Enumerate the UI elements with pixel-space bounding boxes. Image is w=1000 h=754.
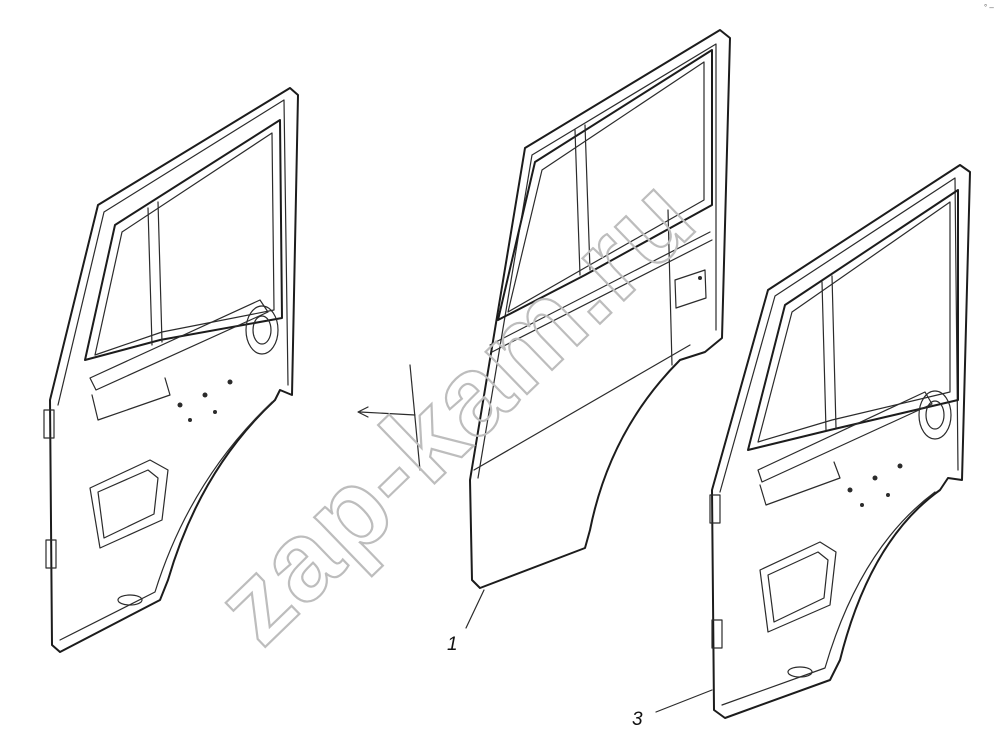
callout-1-leader [465, 589, 485, 629]
corner-mark: ° – [984, 3, 994, 12]
callout-3-leader [655, 689, 713, 713]
callout-1-label: 1 [447, 634, 458, 655]
direction-arrow [357, 364, 421, 471]
left-door-inner-frame [43, 87, 299, 653]
center-door-outer-panel [469, 29, 731, 589]
right-door-assembly [709, 164, 971, 719]
callout-3-label: 3 [632, 709, 643, 730]
